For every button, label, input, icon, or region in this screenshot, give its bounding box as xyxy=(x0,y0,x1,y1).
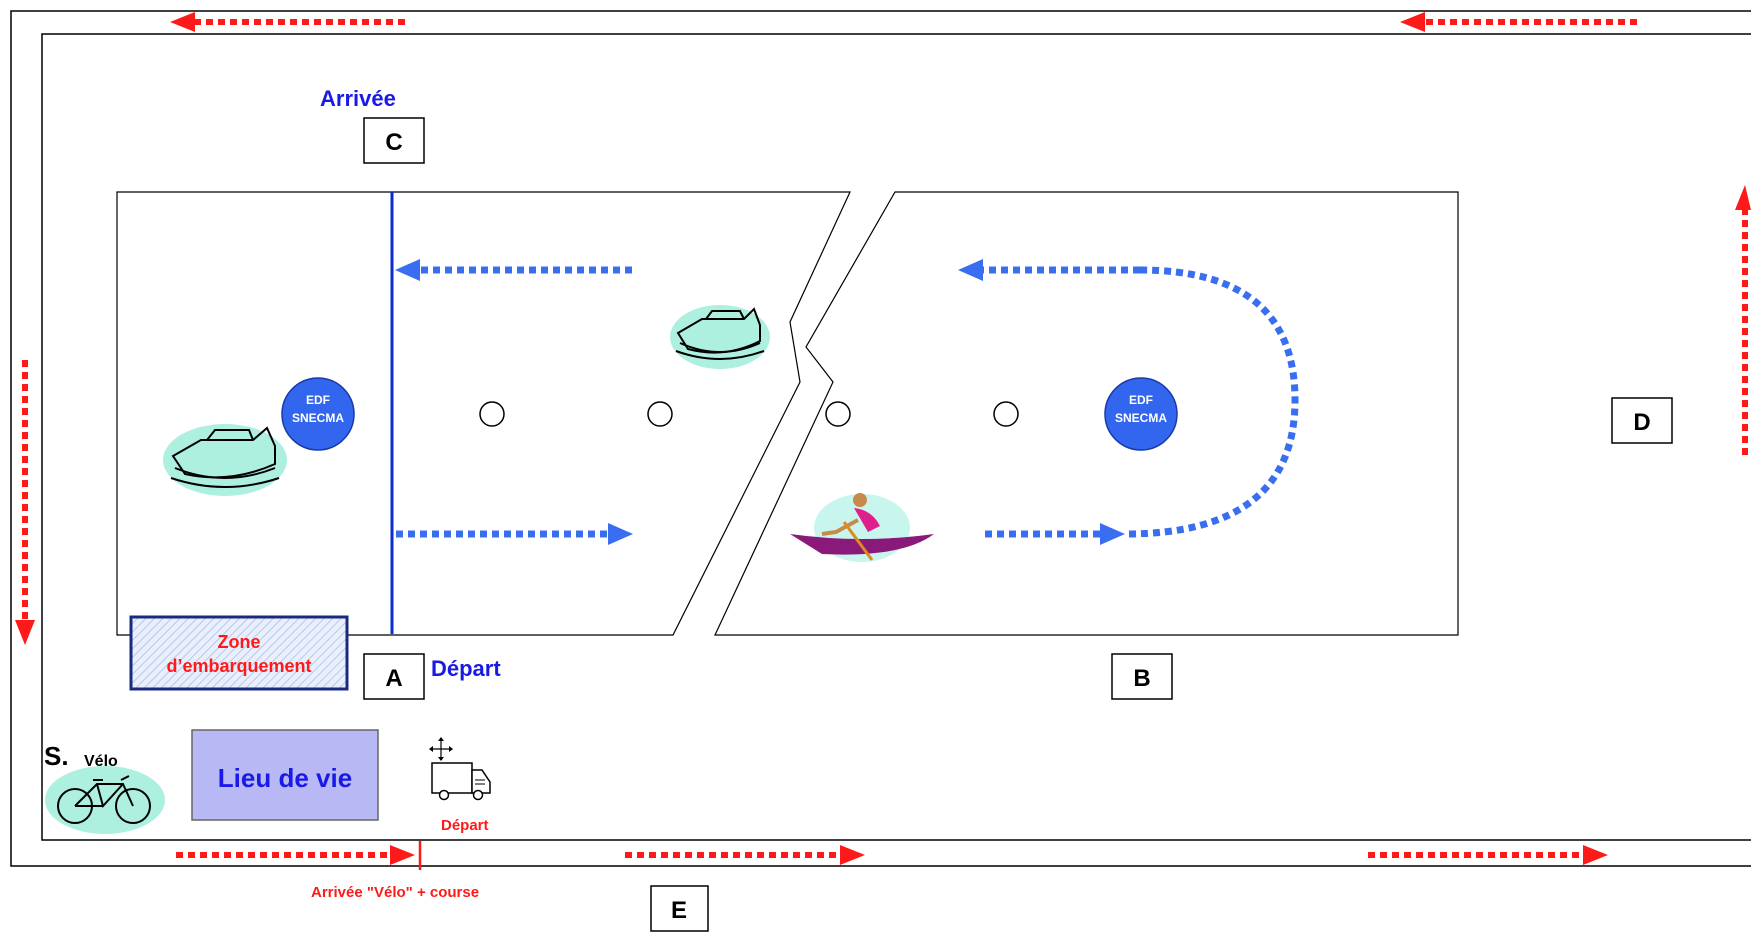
bicycle-icon xyxy=(45,766,165,834)
buoy-marker xyxy=(993,401,1019,427)
red-arrow-bottom-1 xyxy=(176,845,415,865)
blue-arrow-bottom-right xyxy=(985,523,1125,545)
buoy-marker xyxy=(647,401,673,427)
boat-icon xyxy=(163,424,287,496)
boarding-zone: Zone d’embarquement xyxy=(129,615,349,691)
red-arrow-bottom-2 xyxy=(625,845,865,865)
van-start-label: Départ xyxy=(441,817,489,834)
sponsor-buoy-right: EDF SNECMA xyxy=(1104,377,1178,451)
point-box-d: D xyxy=(1611,397,1673,444)
water-area-right xyxy=(714,191,1459,636)
svg-text:E: E xyxy=(671,897,687,924)
red-arrow-top-left xyxy=(170,12,405,32)
boarding-zone-line2: d’embarquement xyxy=(166,656,311,676)
point-box-e: E xyxy=(650,885,709,932)
rower-icon xyxy=(790,493,934,562)
outer-frame xyxy=(10,10,1751,867)
svg-text:D: D xyxy=(1633,409,1650,436)
sponsor-line2: SNECMA xyxy=(1115,411,1167,425)
red-arrow-bottom-3 xyxy=(1368,845,1608,865)
water-area-left xyxy=(116,191,851,636)
point-box-c: C xyxy=(363,117,425,164)
sponsor-line1: EDF xyxy=(1129,393,1153,407)
inner-frame xyxy=(41,33,1751,841)
point-box-a: A xyxy=(363,653,425,700)
point-box-b: B xyxy=(1111,653,1173,700)
sponsor-line2: SNECMA xyxy=(292,411,344,425)
bike-station-s: S. xyxy=(44,741,69,771)
bike-station-label: Vélo xyxy=(84,753,118,770)
blue-arrow-top-right xyxy=(958,259,1140,281)
boarding-zone-line1: Zone xyxy=(218,632,261,652)
red-arrow-top-right xyxy=(1400,12,1637,32)
red-arrow-right-up xyxy=(1735,185,1751,455)
buoy-marker xyxy=(825,401,851,427)
bike-finish-label: Arrivée "Vélo" + course xyxy=(311,884,479,901)
finish-label: Arrivée xyxy=(320,86,396,111)
move-icon xyxy=(429,737,453,761)
blue-arrow-u-turn xyxy=(1124,266,1299,538)
boat-icon xyxy=(670,305,770,369)
sponsor-buoy-left: EDF SNECMA xyxy=(281,377,355,451)
start-label: Départ xyxy=(431,656,501,681)
van-icon xyxy=(431,762,491,801)
svg-text:B: B xyxy=(1133,665,1150,692)
svg-text:A: A xyxy=(385,665,402,692)
blue-arrow-top-left xyxy=(395,259,632,281)
sponsor-line1: EDF xyxy=(306,393,330,407)
buoy-marker xyxy=(479,401,505,427)
living-area-label: Lieu de vie xyxy=(218,763,352,793)
svg-text:C: C xyxy=(385,129,402,156)
red-arrow-left-down xyxy=(15,360,35,645)
blue-arrow-bottom-left xyxy=(396,523,633,545)
living-area: Lieu de vie xyxy=(191,729,379,821)
